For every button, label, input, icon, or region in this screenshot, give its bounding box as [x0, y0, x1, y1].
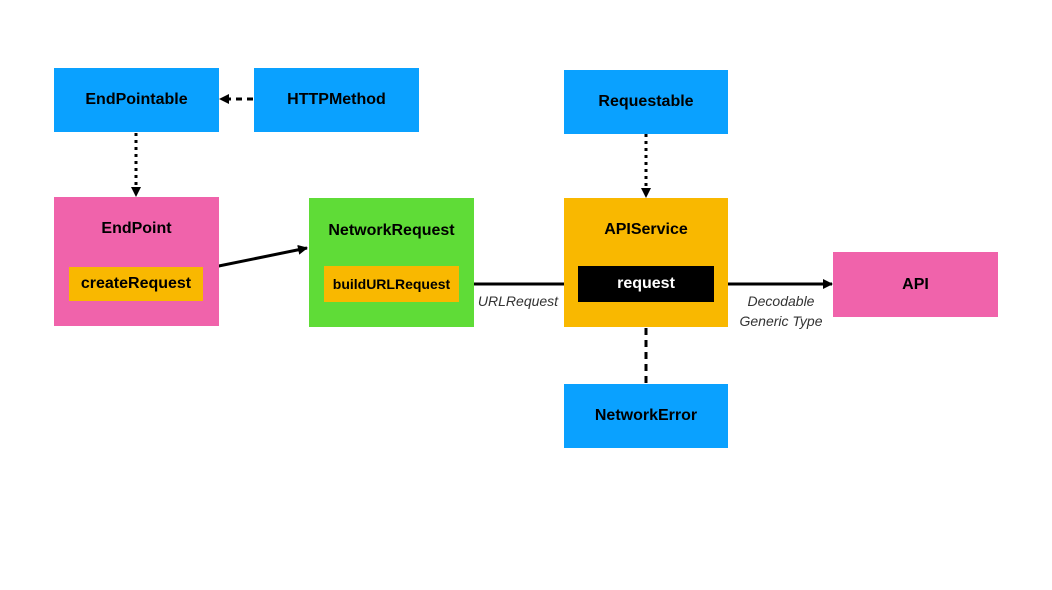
node-endpointable: EndPointable [54, 68, 219, 132]
node-api: API [833, 252, 998, 317]
edge-label-decodable-line1: Decodable [747, 293, 815, 309]
node-networkerror: NetworkError [564, 384, 728, 448]
node-networkrequest-label: NetworkRequest [328, 222, 455, 239]
node-networkrequest: NetworkRequest buildURLRequest [309, 198, 474, 327]
edge-label-decodable-line2: Generic Type [739, 313, 823, 329]
node-endpoint: EndPoint createRequest [54, 197, 219, 326]
method-buildurlrequest-label: buildURLRequest [332, 276, 451, 292]
edge-label-urlrequest: URLRequest [468, 291, 568, 311]
method-buildurlrequest: buildURLRequest [324, 266, 459, 302]
node-api-label: API [902, 275, 929, 293]
edge-createrequest-to-networkrequest [203, 244, 308, 271]
method-createrequest: createRequest [69, 267, 203, 301]
method-createrequest-label: createRequest [80, 275, 192, 292]
node-requestable-label: Requestable [598, 93, 694, 110]
node-requestable: Requestable [564, 70, 728, 134]
node-httpmethod-label: HTTPMethod [287, 91, 386, 108]
node-endpointable-label: EndPointable [85, 91, 188, 108]
node-apiservice-label: APIService [604, 221, 688, 238]
node-apiservice: APIService request [564, 198, 728, 327]
node-endpoint-label: EndPoint [101, 220, 172, 237]
method-request: request [578, 266, 714, 302]
method-request-label: request [617, 275, 675, 292]
edge-label-decodable: Decodable Generic Type [724, 291, 838, 331]
node-httpmethod: HTTPMethod [254, 68, 419, 132]
edge-label-urlrequest-text: URLRequest [477, 293, 559, 309]
node-networkerror-label: NetworkError [594, 407, 698, 424]
